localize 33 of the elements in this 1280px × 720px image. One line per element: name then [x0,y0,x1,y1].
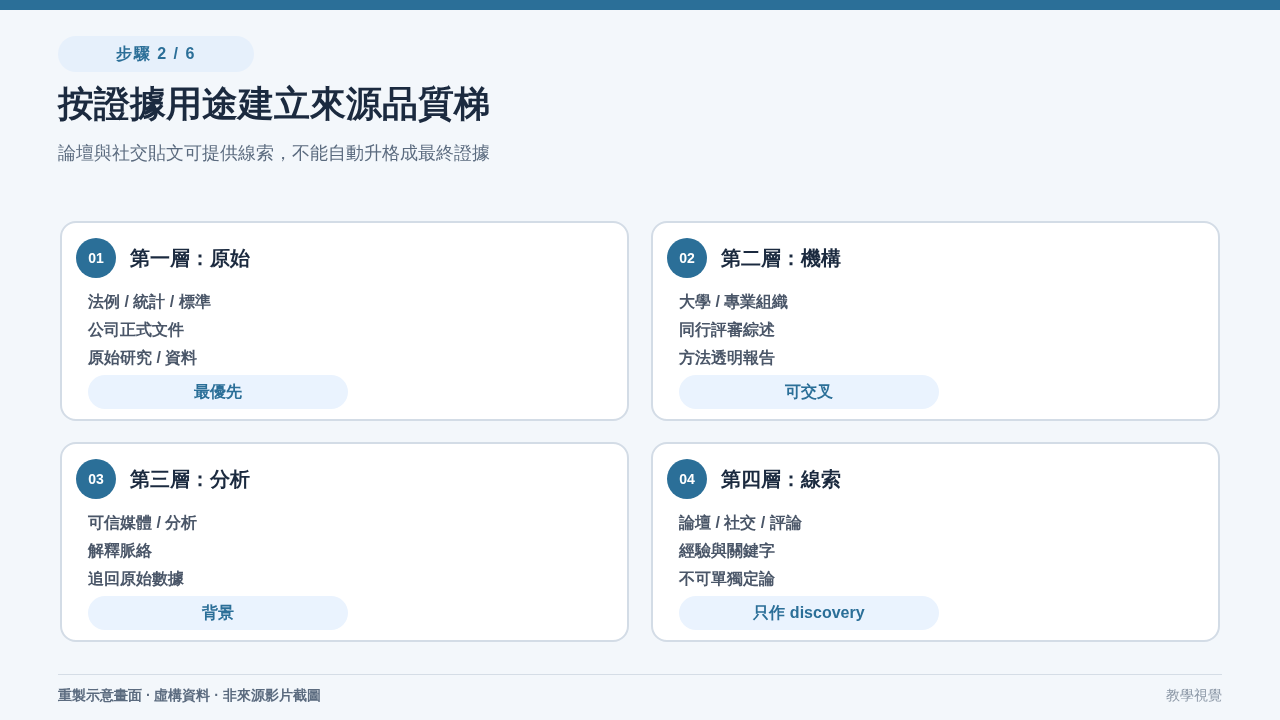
subtitle: 論壇與社交貼文可提供線索，不能自動升格成最終證據 [58,142,490,165]
footer-credit: 教學視覺 [1166,686,1222,705]
list-item: 不可單獨定論 [679,569,775,589]
number-circle: 02 [667,238,707,278]
tier-card [60,221,629,421]
tag-pill: 只作 discovery [679,596,939,630]
tier-card [60,442,629,642]
tier-card [651,442,1220,642]
list-item: 解釋脈絡 [88,541,152,561]
list-item: 可信媒體 / 分析 [88,513,198,533]
card-heading: 第三層：分析 [130,467,250,492]
card-heading: 第一層：原始 [130,246,250,271]
list-item: 法例 / 統計 / 標準 [88,292,211,312]
number-circle: 01 [76,238,116,278]
list-item: 公司正式文件 [88,320,184,340]
card-heading: 第四層：線索 [721,467,841,492]
slide-title: 按證據用途建立來源品質梯 [58,82,490,126]
list-item: 論壇 / 社交 / 評論 [679,513,802,533]
tag-pill: 最優先 [88,375,348,409]
list-item: 同行評審綜述 [679,320,775,340]
list-item: 追回原始數據 [88,569,184,589]
card-heading: 第二層：機構 [721,246,841,271]
list-item: 經驗與關鍵字 [679,541,775,561]
number-circle: 04 [667,459,707,499]
footer-note: 重製示意畫面 · 虛構資料 · 非來源影片截圖 [58,686,321,705]
list-item: 方法透明報告 [679,348,775,368]
tier-card [651,221,1220,421]
list-item: 原始研究 / 資料 [88,348,198,368]
step-pill: 步驟 2 / 6 [58,36,254,72]
list-item: 大學 / 專業組織 [679,292,789,312]
tag-pill: 可交叉 [679,375,939,409]
tag-pill: 背景 [88,596,348,630]
number-circle: 03 [76,459,116,499]
